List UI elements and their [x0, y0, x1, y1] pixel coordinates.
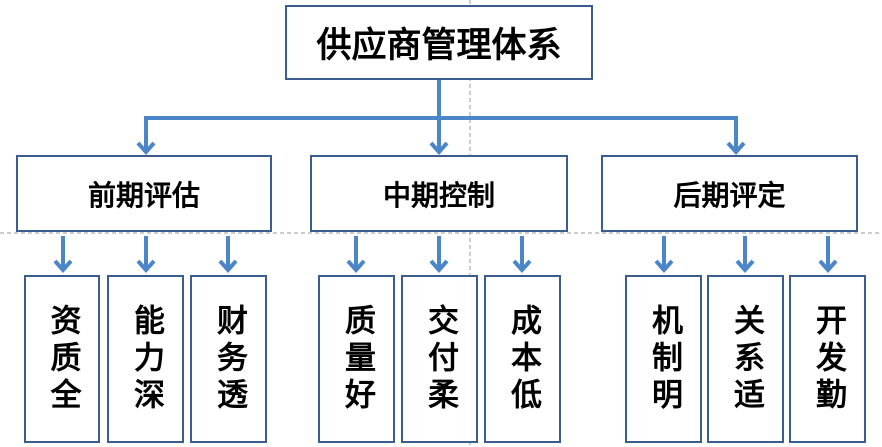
leaf-label: 关系适	[728, 303, 764, 415]
leaf-node: 资质全	[24, 275, 100, 443]
group-node-mid-control: 中期控制	[310, 155, 568, 232]
arrowhead	[346, 259, 366, 274]
arrowhead	[726, 141, 746, 156]
group-label: 后期评定	[673, 178, 786, 212]
leaf-node: 关系适	[707, 275, 784, 443]
arrowhead	[735, 259, 755, 274]
root-node: 供应商管理体系	[285, 5, 593, 80]
leaf-label: 成本低	[505, 303, 541, 415]
group-node-late-assessment: 后期评定	[601, 155, 858, 232]
leaf-label: 机制明	[646, 303, 682, 415]
leaf-node: 能力深	[107, 275, 184, 443]
root-label: 供应商管理体系	[316, 26, 562, 66]
leaf-node: 财务透	[190, 275, 267, 443]
leaf-label: 开发勤	[810, 303, 846, 415]
leaf-node: 成本低	[484, 275, 561, 443]
leaf-label: 交付柔	[422, 303, 458, 415]
arrowhead	[53, 259, 73, 274]
arrowhead	[136, 141, 156, 156]
connectors	[53, 78, 838, 274]
leaf-node: 机制明	[625, 275, 702, 443]
leaf-node: 开发勤	[789, 275, 866, 443]
group-node-early-evaluation: 前期评估	[16, 155, 272, 232]
arrowhead	[429, 259, 449, 274]
arrowhead	[136, 259, 156, 274]
arrowhead	[429, 141, 449, 156]
leaf-label: 资质全	[44, 303, 81, 415]
group-label: 前期评估	[87, 178, 200, 212]
arrowhead	[218, 259, 238, 274]
arrowhead	[818, 259, 838, 274]
leaf-label: 财务透	[211, 303, 247, 415]
leaf-node: 交付柔	[401, 275, 478, 443]
arrowhead	[654, 259, 674, 274]
leaf-label: 质量好	[339, 303, 375, 415]
group-label: 中期控制	[382, 178, 495, 212]
leaf-label: 能力深	[128, 303, 164, 415]
arrowhead	[512, 259, 532, 274]
leaf-node: 质量好	[318, 275, 395, 443]
